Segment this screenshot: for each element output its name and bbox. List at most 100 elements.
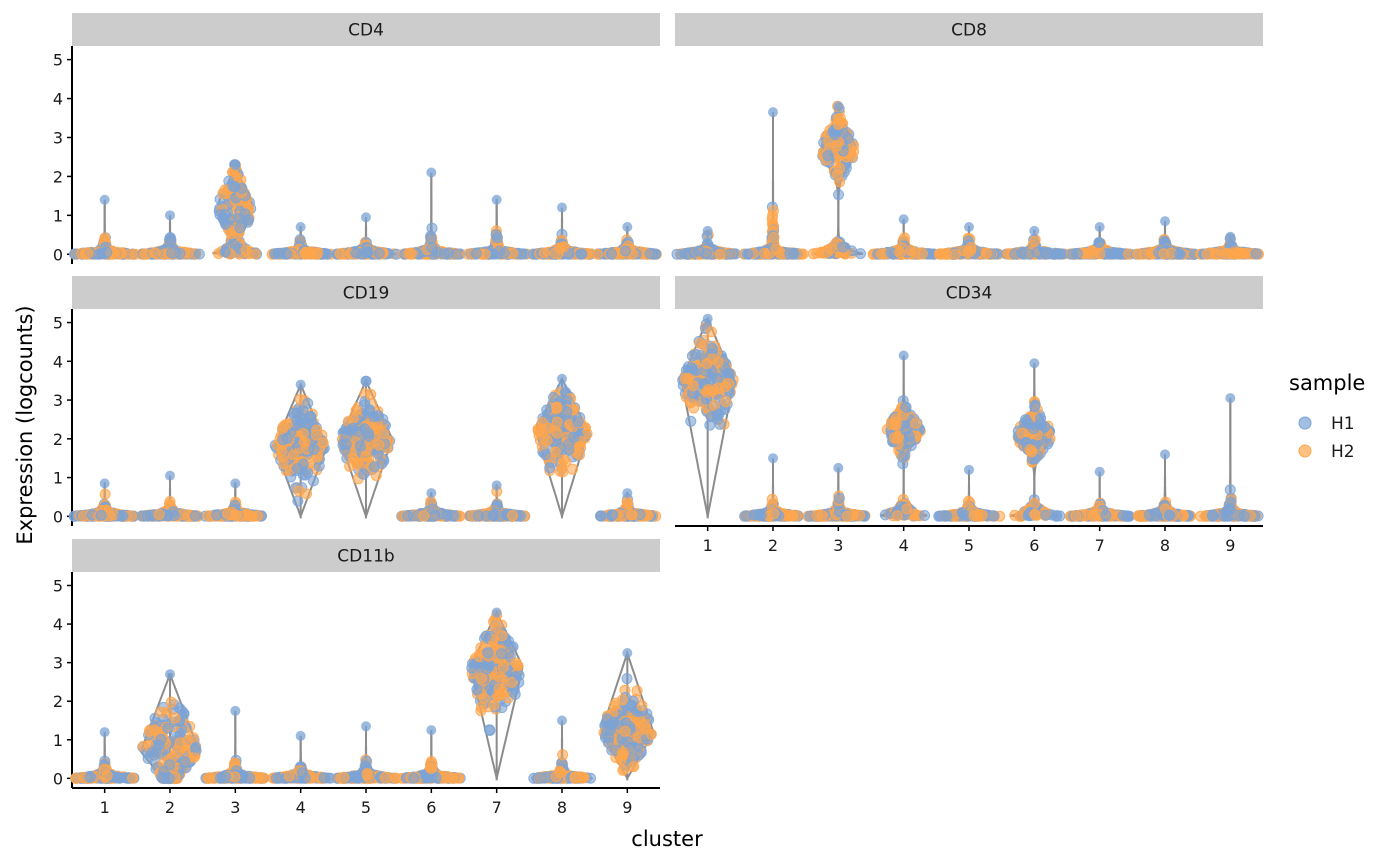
max-point: [1160, 216, 1170, 227]
data-point: [701, 248, 713, 260]
data-point: [876, 248, 888, 260]
violin-cluster-1: [68, 478, 139, 522]
max-point: [768, 107, 778, 118]
data-point: [1083, 248, 1095, 259]
data-point: [234, 510, 246, 522]
data-point: [313, 460, 325, 472]
data-point: [211, 509, 223, 521]
violin-cluster-7: [463, 480, 531, 522]
data-point: [251, 510, 263, 522]
data-point: [958, 245, 970, 257]
y-tick-label: 1: [53, 469, 63, 488]
violin-cluster-3: [807, 100, 866, 260]
data-point: [447, 510, 459, 522]
data-point: [538, 247, 550, 259]
data-point: [82, 247, 93, 259]
data-point: [222, 508, 234, 519]
data-point: [281, 248, 292, 260]
data-point: [1138, 248, 1150, 260]
max-point: [99, 478, 110, 489]
data-point: [354, 440, 366, 452]
y-tick-label: 5: [53, 314, 63, 333]
violin-cluster-3: [199, 478, 268, 522]
y-tick-label: 1: [53, 206, 63, 225]
data-point: [425, 233, 437, 244]
max-point: [99, 194, 110, 205]
data-point: [358, 468, 370, 480]
data-point: [347, 422, 359, 434]
data-point: [905, 244, 917, 256]
data-point: [1023, 248, 1035, 260]
max-point: [295, 379, 306, 390]
data-point: [365, 388, 377, 400]
violin-cluster-8: [1130, 216, 1200, 260]
violin-cluster-5: [337, 375, 396, 519]
data-point: [606, 248, 617, 260]
y-tick-label: 0: [53, 507, 63, 526]
data-point: [1028, 236, 1040, 247]
data-point: [298, 436, 310, 448]
data-point: [239, 208, 251, 220]
violin-cluster-9: [1195, 231, 1264, 260]
data-point: [378, 428, 390, 440]
max-point: [165, 210, 175, 221]
data-point: [351, 247, 362, 259]
data-point: [768, 232, 780, 243]
data-point: [592, 248, 604, 260]
max-point: [1029, 225, 1040, 236]
data-point: [1110, 247, 1122, 259]
data-point: [300, 246, 312, 258]
data-point: [297, 458, 309, 470]
violin-cluster-7: [1064, 222, 1136, 260]
y-tick-label: 4: [53, 352, 63, 371]
data-point: [403, 248, 415, 260]
data-point: [308, 443, 320, 455]
violin-cluster-9: [592, 222, 662, 260]
data-point: [363, 430, 375, 442]
data-point: [219, 246, 231, 258]
data-point: [855, 248, 866, 260]
data-point: [311, 429, 322, 441]
data-point: [443, 247, 455, 259]
violin-cluster-2: [738, 107, 809, 260]
strip-label: CD4: [348, 21, 384, 41]
data-point: [294, 412, 306, 423]
max-point: [426, 488, 437, 499]
data-point: [240, 244, 252, 256]
data-point: [935, 248, 947, 260]
data-point: [402, 510, 413, 522]
data-point: [1009, 248, 1021, 260]
data-point: [1231, 247, 1243, 259]
data-point: [431, 246, 443, 258]
data-point: [214, 209, 226, 221]
violin-cluster-4: [867, 214, 940, 260]
data-point: [821, 246, 833, 258]
data-point: [149, 247, 161, 259]
data-point: [833, 189, 844, 201]
data-point: [300, 469, 312, 481]
violin-cluster-2: [136, 210, 205, 260]
max-point: [833, 101, 844, 112]
data-point: [101, 246, 113, 258]
data-point: [741, 248, 753, 260]
max-point: [1225, 231, 1236, 242]
data-point: [234, 222, 246, 234]
data-point: [281, 432, 293, 444]
data-point: [368, 461, 380, 473]
data-point: [292, 495, 304, 507]
data-point: [1211, 248, 1223, 260]
data-point: [166, 247, 178, 259]
data-point: [436, 508, 448, 520]
violin-cluster-6: [398, 167, 466, 260]
data-point: [276, 423, 288, 435]
data-point: [644, 248, 656, 260]
max-point: [426, 167, 437, 178]
data-point: [837, 241, 849, 253]
y-tick-label: 4: [53, 90, 63, 109]
data-point: [620, 245, 631, 257]
data-point: [165, 235, 177, 247]
violin-cluster-7: [462, 194, 533, 260]
data-point: [724, 248, 736, 260]
